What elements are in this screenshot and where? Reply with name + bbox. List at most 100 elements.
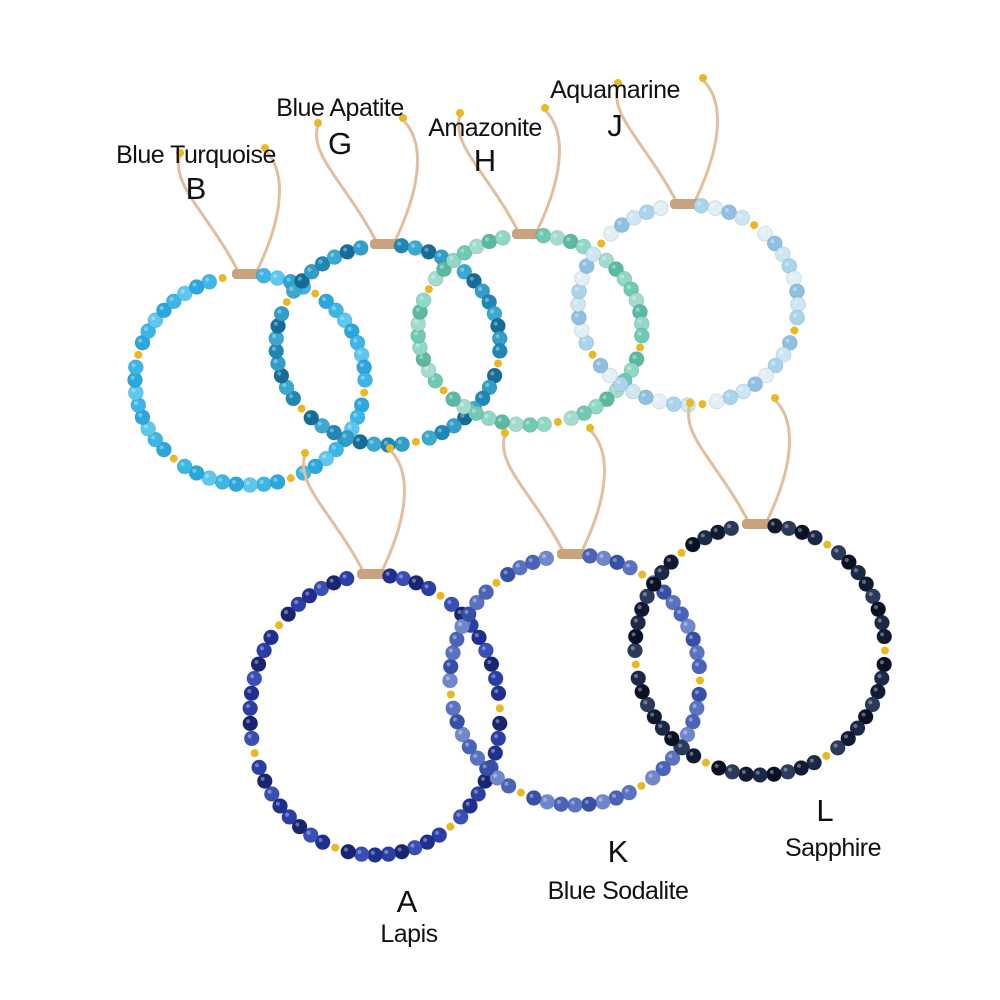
bead-highlight <box>797 528 802 533</box>
bead-highlight <box>457 622 462 627</box>
stone-name: Blue Turquoise <box>116 141 276 169</box>
gemstone-bead <box>491 343 508 359</box>
bead-highlight <box>331 445 336 450</box>
gold-spacer-bead <box>637 781 646 790</box>
gemstone-bead <box>176 458 193 475</box>
bead-highlight <box>369 440 374 445</box>
gemstone-bead <box>340 843 357 860</box>
bead-highlight <box>629 213 634 218</box>
bead-highlight <box>695 662 700 667</box>
gold-spacer-bead <box>495 704 504 713</box>
bead-highlight <box>277 371 282 376</box>
bead-highlight <box>591 402 596 407</box>
bead-highlight <box>431 274 436 279</box>
bead-highlight <box>452 717 457 722</box>
bead-highlight <box>491 748 496 753</box>
bead-highlight <box>471 409 476 414</box>
bead-highlight <box>796 763 801 768</box>
gemstone-bead <box>366 436 382 453</box>
gemstone-bead <box>613 217 630 234</box>
gemstone-bead <box>858 576 875 592</box>
bead-highlight <box>868 592 873 597</box>
bead-highlight <box>452 635 457 640</box>
bead-highlight <box>445 676 450 681</box>
gemstone-bead <box>380 846 397 863</box>
bead-highlight <box>138 338 143 343</box>
bead-highlight <box>273 477 278 482</box>
gold-spacer-bead <box>494 359 503 368</box>
gemstone-bead <box>697 529 713 546</box>
bead-highlight <box>771 361 776 366</box>
cord <box>315 118 419 246</box>
gemstone-bead <box>721 204 737 221</box>
bead-highlight <box>437 252 442 257</box>
bead-highlight <box>635 307 640 312</box>
gemstone-bead <box>421 430 438 446</box>
bead-highlight <box>785 261 790 266</box>
gemstone-bead <box>494 229 511 246</box>
gemstone-bead <box>652 200 669 217</box>
gold-spacer-bead <box>311 289 320 298</box>
sliding-knot <box>357 569 387 579</box>
bead-highlight <box>134 400 139 405</box>
bead-highlight <box>205 473 210 478</box>
gemstone-bead <box>445 700 462 717</box>
gemstone-bead <box>165 293 182 310</box>
bead-highlight <box>478 394 483 399</box>
gemstone-bead <box>724 763 741 780</box>
gemstone-bead <box>499 566 516 583</box>
bead-highlight <box>277 309 282 314</box>
gemstone-bead <box>747 376 764 393</box>
bead-highlight <box>260 776 265 781</box>
bead-highlight <box>131 388 136 393</box>
gemstone-bead <box>624 383 641 400</box>
gemstone-bead <box>685 631 702 648</box>
bead-highlight <box>602 394 607 399</box>
bead-highlight <box>577 274 582 279</box>
gemstone-bead <box>757 225 774 242</box>
gemstone-bead <box>646 708 663 725</box>
bead-highlight <box>446 662 451 667</box>
bead-highlight <box>637 331 642 336</box>
gemstone-bead <box>461 738 478 755</box>
gemstone-bead <box>651 393 668 410</box>
bead-highlight <box>606 229 611 234</box>
bead-highlight <box>469 276 474 281</box>
cord-end-bead <box>301 449 309 457</box>
gemstone-bead <box>653 564 670 581</box>
gemstone-bead <box>876 628 893 645</box>
gemstone-bead <box>303 409 320 426</box>
gemstone-bead <box>294 273 310 289</box>
gemstone-bead <box>679 726 696 743</box>
bead-highlight <box>493 773 498 778</box>
gold-spacer-bead <box>638 570 647 579</box>
bead-highlight <box>495 334 500 339</box>
gold-spacer-bead <box>424 285 433 294</box>
gemstone-bead <box>766 766 782 783</box>
gemstone-bead <box>665 594 682 611</box>
gold-spacer-bead <box>436 591 445 600</box>
cord-end-bead <box>176 149 184 157</box>
gemstone-bead <box>338 430 355 446</box>
bead-highlight <box>727 524 732 529</box>
gemstone-bead <box>707 200 724 217</box>
gemstone-bead <box>393 843 410 860</box>
bead-highlight <box>792 287 797 292</box>
gemstone-bead <box>291 818 308 835</box>
gemstone-bead <box>857 708 874 725</box>
bead-highlight <box>667 734 672 739</box>
gemstone-bead <box>663 730 680 747</box>
gemstone-bead <box>608 790 625 806</box>
bead-highlight <box>246 719 251 724</box>
bead-highlight <box>169 297 174 302</box>
gemstone-bead <box>147 312 164 329</box>
gemstone-bead <box>445 644 461 661</box>
stone-name: Aquamarine <box>550 76 680 104</box>
gemstone-bead <box>637 389 654 406</box>
bead-highlight <box>634 674 639 679</box>
bead-highlight <box>632 296 637 301</box>
bracelet-blue-apatite <box>268 114 508 453</box>
bead-highlight <box>668 598 673 603</box>
gemstone-bead <box>829 739 846 756</box>
gemstone-bead <box>840 730 857 747</box>
